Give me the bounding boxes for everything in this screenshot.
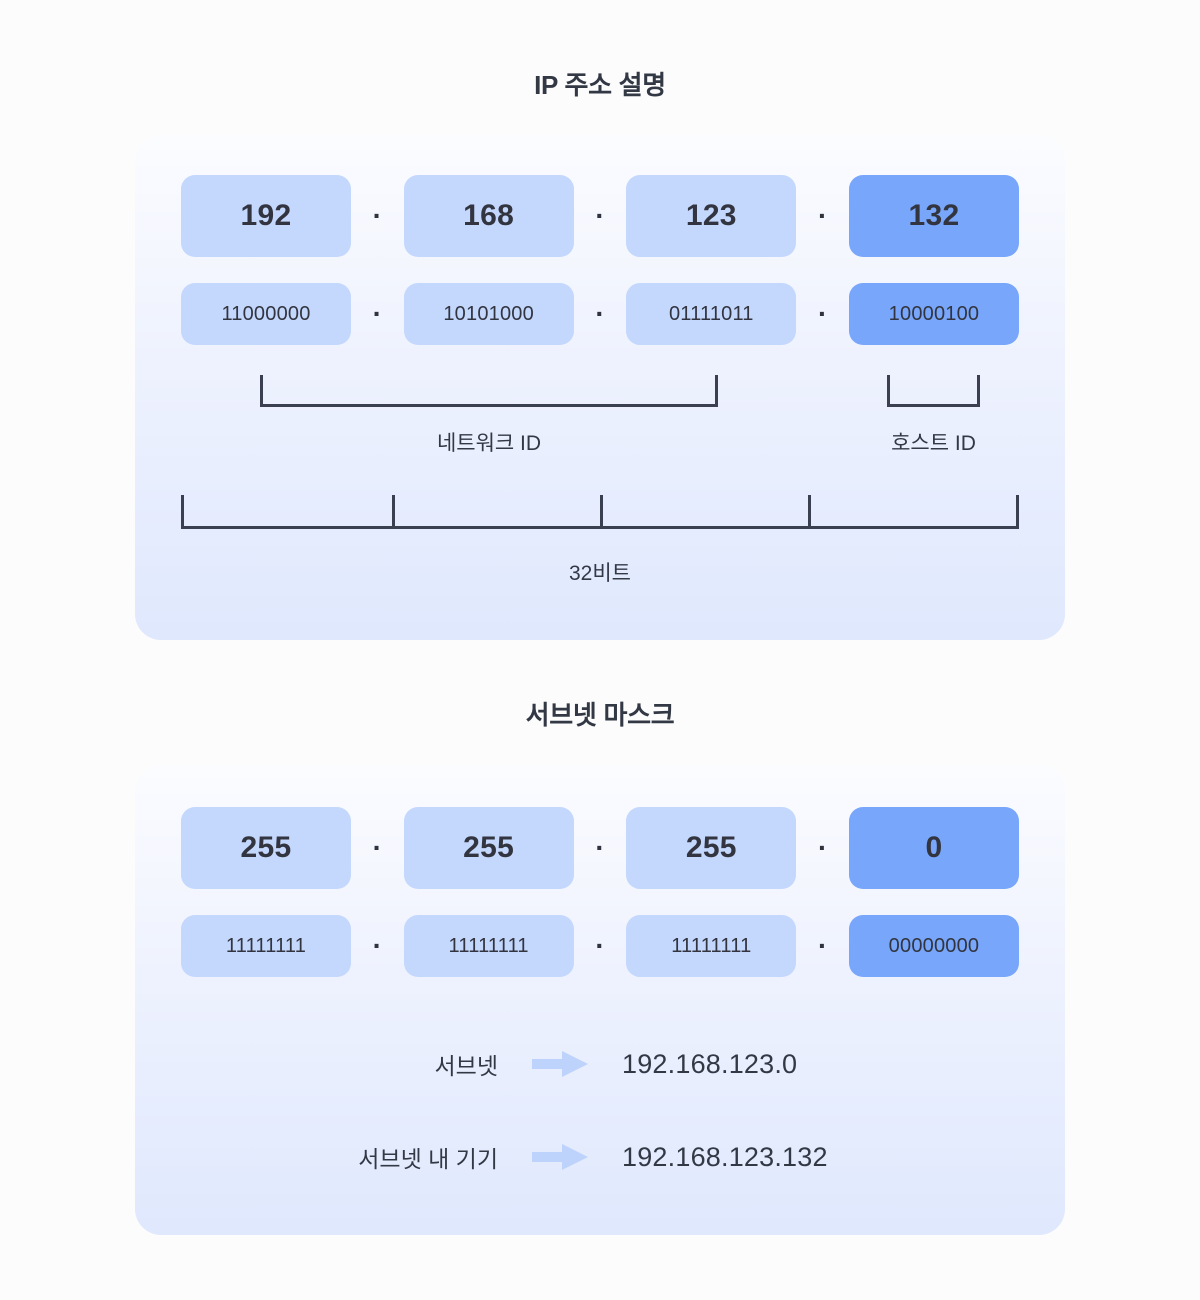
bit-width-ruler	[181, 495, 1019, 529]
ip-octet-1-binary-cell: 11000000	[181, 283, 351, 345]
mask-octet-1-decimal: 255	[181, 807, 351, 889]
mask-binary-separator-3: ·	[817, 930, 828, 962]
mask-binary-octet-row: 11111111 · 11111111 · 11111111 · 0000000…	[181, 915, 1019, 977]
mask-octet-3-binary: 11111111	[626, 915, 797, 977]
mask-octet-4: 0	[848, 807, 1019, 889]
host-id-bracket	[887, 375, 980, 407]
mask-octet-3: 255	[626, 807, 797, 889]
subnet-result-row: 서브넷 192.168.123.0	[135, 1047, 1065, 1081]
mask-octet-2-decimal: 255	[403, 807, 574, 889]
subnet-mask-card: 255 · 255 · 255 · 0 11111111 · 11111111	[135, 765, 1065, 1235]
ip-octet-4-binary-cell: 10000100	[848, 283, 1019, 345]
mask-octet-1-binary-cell: 11111111	[181, 915, 351, 977]
subnet-mask-section-title: 서브넷 마스크	[525, 700, 675, 730]
mask-octet-1-binary: 11111111	[181, 915, 351, 977]
mask-octet-4-binary-cell: 00000000	[848, 915, 1019, 977]
ruler-tick-2	[600, 495, 603, 529]
device-result-value: 192.168.123.132	[622, 1141, 828, 1172]
ip-octet-3-binary-cell: 01111011	[626, 283, 797, 345]
mask-octet-3-decimal: 255	[626, 807, 797, 889]
bit-width-label: 32비트	[569, 562, 631, 585]
ip-octet-2-binary-cell: 10101000	[403, 283, 574, 345]
ip-separator-3: ·	[817, 200, 828, 232]
mask-octet-4-binary: 00000000	[848, 915, 1019, 977]
ip-section-title: IP 주소 설명	[534, 70, 666, 100]
network-id-label: 네트워크 ID	[436, 432, 542, 455]
ruler-tick-1	[392, 495, 395, 529]
ip-octet-1-binary: 11000000	[181, 283, 351, 345]
ip-octet-4-decimal: 132	[848, 175, 1019, 257]
ruler-tick-3	[808, 495, 811, 529]
device-result-row: 서브넷 내 기기 192.168.123.132	[135, 1140, 1065, 1174]
arrow-right-icon	[532, 1051, 588, 1077]
mask-octet-1: 255	[181, 807, 351, 889]
ip-octet-4-binary: 10000100	[848, 283, 1019, 345]
ip-separator-2: ·	[595, 200, 605, 232]
mask-octet-2: 255	[403, 807, 574, 889]
ip-decimal-octet-row: 192 · 168 · 123 · 132	[181, 175, 1019, 257]
subnet-result-label: 서브넷	[434, 1053, 498, 1079]
mask-binary-separator-1: ·	[372, 930, 382, 962]
mask-binary-separator-2: ·	[595, 930, 605, 962]
ip-octet-4: 132	[848, 175, 1019, 257]
mask-decimal-octet-row: 255 · 255 · 255 · 0	[181, 807, 1019, 889]
arrow-right-icon	[532, 1144, 588, 1170]
ip-octet-2-decimal: 168	[403, 175, 574, 257]
mask-octet-4-decimal: 0	[848, 807, 1019, 889]
subnet-result-value: 192.168.123.0	[622, 1048, 798, 1079]
ip-octet-1-decimal: 192	[181, 175, 351, 257]
ip-binary-separator-1: ·	[372, 298, 382, 330]
ip-octet-1: 192	[181, 175, 351, 257]
mask-octet-2-binary: 11111111	[403, 915, 574, 977]
ip-binary-separator-3: ·	[817, 298, 828, 330]
network-id-bracket	[260, 375, 718, 407]
ip-binary-separator-2: ·	[595, 298, 605, 330]
mask-octet-3-binary-cell: 11111111	[626, 915, 797, 977]
device-result-label: 서브넷 내 기기	[358, 1146, 498, 1172]
ip-address-card: 192 · 168 · 123 · 132 11000000 · 1010100…	[135, 135, 1065, 640]
mask-octet-2-binary-cell: 11111111	[403, 915, 574, 977]
mask-separator-1: ·	[372, 832, 382, 864]
ip-octet-3-decimal: 123	[626, 175, 797, 257]
mask-separator-3: ·	[817, 832, 828, 864]
mask-separator-2: ·	[595, 832, 605, 864]
host-id-label: 호스트 ID	[891, 432, 976, 455]
ip-octet-3-binary: 01111011	[626, 283, 797, 345]
ip-octet-3: 123	[626, 175, 797, 257]
ip-octet-2: 168	[403, 175, 574, 257]
ip-binary-octet-row: 11000000 · 10101000 · 01111011 · 1000010…	[181, 283, 1019, 345]
ip-separator-1: ·	[372, 200, 382, 232]
ip-octet-2-binary: 10101000	[403, 283, 574, 345]
